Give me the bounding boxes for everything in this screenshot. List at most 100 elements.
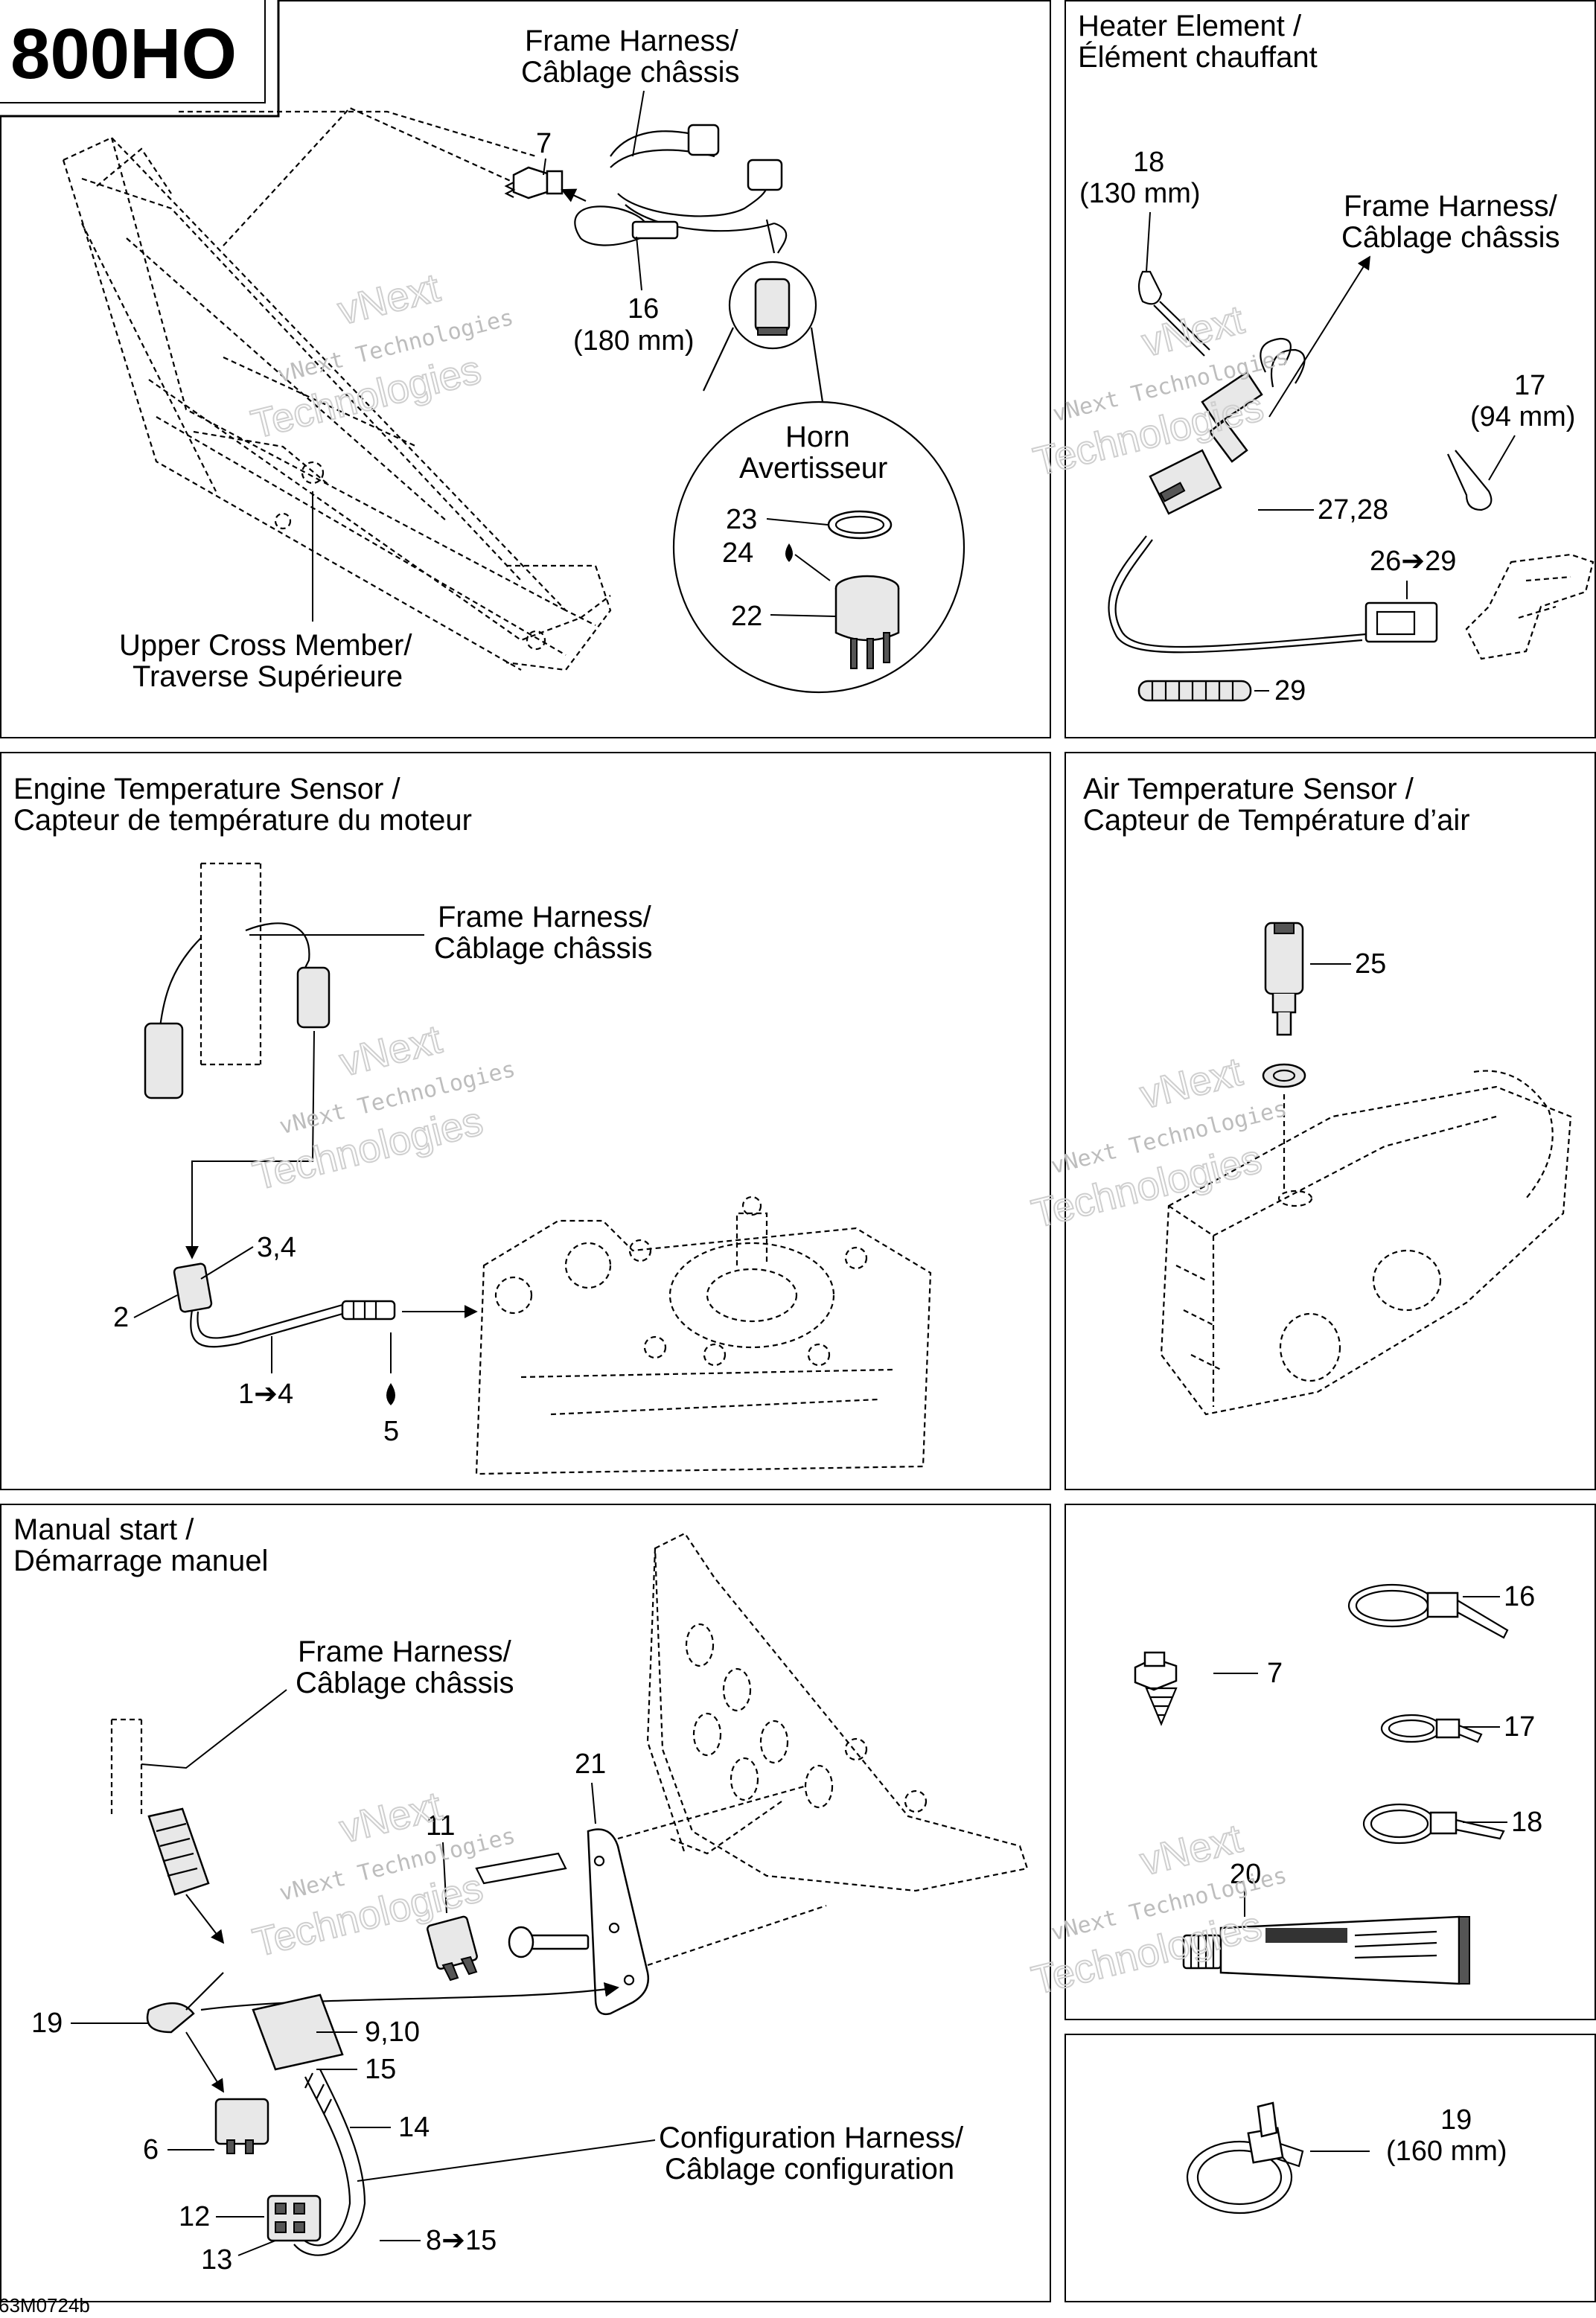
hardware-callout-16: 16 <box>1504 1581 1535 1612</box>
screw-7-hardware-illustration <box>1134 1651 1178 1726</box>
air-temp-sensor-illustration <box>1262 922 1306 1088</box>
manual-callout-21: 21 <box>575 1749 606 1780</box>
horn-frame-harness-line2: Câblage châssis <box>521 56 740 89</box>
clamp-panel: 19 (160 mm) <box>1186 2101 1507 2215</box>
cable-tie-17-illustration <box>1446 450 1493 511</box>
model-badge-text: 800HO <box>10 14 237 94</box>
frame-bracket-illustration <box>646 1532 1029 1892</box>
manual-start-title-line1: Manual start / <box>13 1513 194 1546</box>
heater-callout-27-28: 27,28 <box>1318 494 1388 526</box>
air-temp-panel: Air Temperature Sensor / Capteur de Temp… <box>1027 773 1572 1416</box>
airbox-illustration <box>1160 1070 1572 1416</box>
watermark-horn: vNext vNext Technologies Technologies <box>246 264 517 447</box>
watermark-heater: vNext vNext Technologies Technologies <box>1029 296 1292 485</box>
manual-callout-6: 6 <box>143 2134 159 2165</box>
frame-harness-illustration <box>574 124 788 254</box>
hardware-callout-17: 17 <box>1504 1711 1535 1743</box>
figure-code: 63M0724b <box>0 2294 90 2317</box>
heater-callout-17: 17 <box>1514 370 1545 401</box>
manual-callout-19: 19 <box>31 2008 63 2039</box>
frame-structure-illustration <box>62 110 612 671</box>
heater-callout-18: 18 <box>1133 147 1164 178</box>
engine-temp-title-line1: Engine Temperature Sensor / <box>13 773 400 805</box>
panel-horn-frame <box>0 0 1051 738</box>
heater-frame-harness-line2: Câblage châssis <box>1341 221 1560 254</box>
manual-callout-8-15: 8➔15 <box>426 2225 497 2256</box>
heater-callout-17-size: (94 mm) <box>1470 401 1575 432</box>
panel-clamp-frame <box>1064 2034 1596 2302</box>
manual-callout-13: 13 <box>201 2244 232 2276</box>
callout-16: 16 <box>628 293 659 325</box>
callout-23: 23 <box>726 504 757 535</box>
callout-7: 7 <box>536 128 552 159</box>
switch-11-illustration <box>427 1915 478 1982</box>
engine-callout-5: 5 <box>383 1416 399 1447</box>
air-temp-callout-25: 25 <box>1355 948 1386 980</box>
clamp-callout-19-size: (160 mm) <box>1386 2136 1507 2167</box>
callout-16-size: (180 mm) <box>573 325 695 357</box>
hardware-callout-7: 7 <box>1267 1658 1283 1689</box>
svg-text:vNext: vNext <box>333 265 444 333</box>
configuration-harness-illustration <box>214 1993 366 2256</box>
horn-title-line2: Avertisseur <box>739 452 887 485</box>
tether-19-illustration <box>146 1972 619 2034</box>
clamp-callout-19: 19 <box>1440 2104 1472 2136</box>
cable-tie-18-hardware-illustration <box>1362 1803 1505 1845</box>
manual-callout-15: 15 <box>365 2054 396 2085</box>
cable-tie-16-illustration <box>1347 1583 1509 1639</box>
hardware-callout-20: 20 <box>1230 1859 1261 1890</box>
cable-tie-17-hardware-illustration <box>1380 1714 1483 1743</box>
heater-connector-illustration <box>1108 371 1367 654</box>
bolt-illustration <box>475 1852 590 1958</box>
panel-engine-temp-frame <box>0 752 1051 1490</box>
clamp-19-illustration <box>1186 2101 1304 2215</box>
engine-callout-2: 2 <box>113 1302 129 1333</box>
svg-text:vNext: vNext <box>336 1017 446 1085</box>
hardware-callout-18: 18 <box>1511 1807 1542 1838</box>
engine-temp-frame-harness-line1: Frame Harness/ <box>438 901 652 933</box>
engine-temp-sensor-illustration <box>173 1262 396 1348</box>
manual-start-panel: Manual start / Démarrage manuel Frame Ha… <box>13 1513 1029 2276</box>
manual-start-title-line2: Démarrage manuel <box>13 1545 268 1577</box>
engine-frame-tube-illustration <box>144 862 331 1099</box>
config-harness-line1: Configuration Harness/ <box>659 2121 964 2154</box>
engine-temp-title-line2: Capteur de température du moteur <box>13 804 472 837</box>
config-harness-line2: Câblage configuration <box>665 2153 954 2186</box>
watermark-engine: vNext vNext Technologies Technologies <box>248 1016 518 1199</box>
heater-title-line2: Élément chauffant <box>1078 40 1318 74</box>
manual-callout-9-10: 9,10 <box>365 2017 420 2048</box>
callout-24: 24 <box>722 537 753 569</box>
heater-element-illustration <box>1364 601 1438 643</box>
heater-callout-18-size: (130 mm) <box>1079 178 1201 209</box>
heater-callout-29: 29 <box>1274 675 1306 706</box>
heater-title-line1: Heater Element / <box>1078 10 1302 42</box>
manual-start-frame-harness-line2: Câblage châssis <box>296 1667 514 1699</box>
panel-manual-start-frame <box>0 1504 1051 2302</box>
panel-hardware-frame <box>1064 1504 1596 2020</box>
manual-callout-14: 14 <box>398 2112 430 2143</box>
manual-harness-illustration <box>110 1718 210 1896</box>
manual-start-frame-harness-line1: Frame Harness/ <box>298 1635 512 1668</box>
air-temp-title-line2: Capteur de Température d’air <box>1083 804 1470 837</box>
grease-tube-20-illustration <box>1182 1915 1470 1985</box>
air-temp-title-line1: Air Temperature Sensor / <box>1083 773 1414 805</box>
svg-text:vNext: vNext <box>1137 297 1248 365</box>
model-badge: 800HO <box>0 0 280 118</box>
hardware-panel: 16 7 17 18 20 <box>1027 1581 1542 2004</box>
mounting-plate-21-illustration <box>587 1828 650 2016</box>
horn-gasket-illustration <box>827 510 893 540</box>
screw-7-illustration <box>504 166 564 199</box>
horn-body-illustration <box>834 575 900 669</box>
horn-connector-illustration <box>754 278 791 336</box>
horn-panel: Horn Avertisseur Frame Harness/ Câblage … <box>62 25 965 694</box>
heater-callout-26-29: 26➔29 <box>1370 546 1456 577</box>
horn-frame-harness-line1: Frame Harness/ <box>525 25 739 57</box>
svg-text:vNext: vNext <box>1136 1050 1246 1118</box>
engine-cylinder-head-illustration <box>475 1195 932 1475</box>
manual-callout-12: 12 <box>179 2201 210 2232</box>
heater-panel: Heater Element / Élément chauffant Frame… <box>1029 10 1595 706</box>
panel-heater-frame <box>1064 0 1596 738</box>
panel-air-temp-frame <box>1064 752 1596 1490</box>
engine-callout-1-4: 1➔4 <box>238 1379 293 1410</box>
